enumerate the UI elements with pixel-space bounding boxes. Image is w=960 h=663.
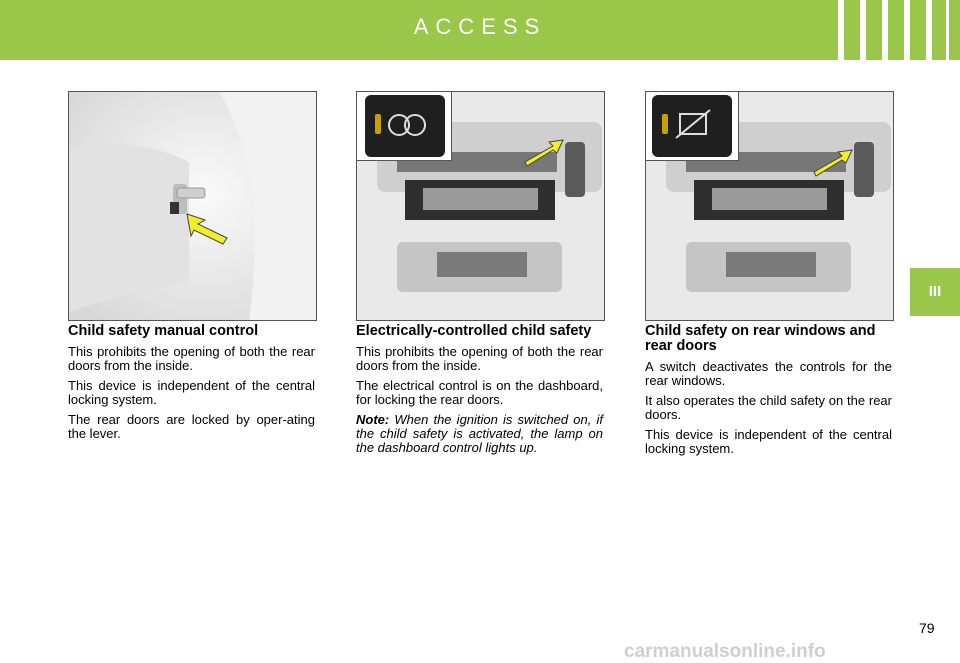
header-stripe <box>926 0 932 60</box>
paragraph: The rear doors are locked by oper-ating … <box>68 412 315 441</box>
section-heading: Electrically-controlled child safety <box>356 323 592 339</box>
door-lever-photo <box>68 91 317 321</box>
header-stripe <box>946 0 949 60</box>
paragraph: This device is independent of the centra… <box>68 378 315 407</box>
note-paragraph: Note: When the ignition is switched on, … <box>356 413 603 455</box>
header-stripe <box>860 0 866 60</box>
page-header: ACCESS <box>0 0 960 60</box>
section-electric-child-safety: Electrically-controlled child safety Thi… <box>356 324 603 461</box>
section-heading: Child safety on rear windows and rear do… <box>645 323 876 354</box>
paragraph: This prohibits the opening of both the r… <box>356 344 603 373</box>
paragraph: A switch deactivates the controls for th… <box>645 359 892 388</box>
watermark: carmanualsonline.info <box>624 641 826 662</box>
header-stripe <box>904 0 910 60</box>
section-heading: Child safety manual control <box>68 323 259 339</box>
chapter-title: ACCESS <box>413 14 547 39</box>
window-lock-switch-inset <box>645 91 739 161</box>
header-stripe <box>882 0 888 60</box>
paragraph: This prohibits the opening of both the r… <box>68 344 315 373</box>
window-lock-switch-icon <box>652 95 732 157</box>
child-lock-switch-icon <box>365 95 445 157</box>
note-text: When the ignition is switched on, if the… <box>356 412 603 455</box>
lock-switch-inset-left <box>356 91 452 161</box>
section-rear-windows-child-safety: Child safety on rear windows and rear do… <box>645 324 892 462</box>
paragraph: This device is independent of the centra… <box>645 427 892 456</box>
page-number: 79 <box>919 620 935 636</box>
door-lever-illustration <box>69 92 316 320</box>
chapter-tab[interactable]: III <box>910 268 960 316</box>
note-label: Note: <box>356 412 390 427</box>
paragraph: The electrical control is on the dashboa… <box>356 378 603 407</box>
header-stripe <box>838 0 844 60</box>
section-manual-child-safety: Child safety manual control This prohibi… <box>68 324 315 447</box>
paragraph: It also operates the child safety on the… <box>645 393 892 422</box>
